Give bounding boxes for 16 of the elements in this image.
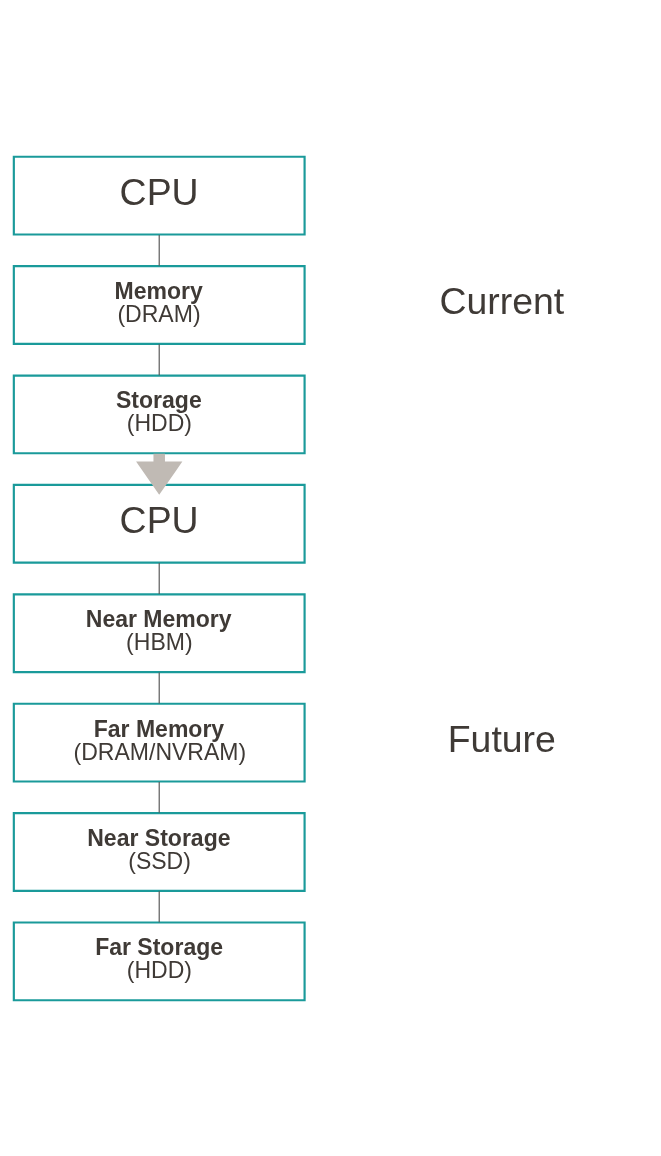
label: Future [447,717,556,760]
node-box: Far Storage (HDD) [12,920,306,1001]
node-box: Near Storage (SSD) [12,811,306,892]
connector [158,233,160,266]
node-box: Memory (DRAM) [12,264,306,345]
connector [158,890,160,923]
connector [158,780,160,813]
connector [158,343,160,376]
node-box: Far Memory (DRAM/NVRAM) [12,702,306,783]
connector [158,671,160,704]
node-box: CPU [12,155,306,236]
label: Current [439,279,565,322]
connector [158,562,160,595]
node-box: CPU [12,483,306,564]
node-box: Near Memory (HBM) [12,592,306,673]
node-box: Storage (HDD) [12,373,306,454]
